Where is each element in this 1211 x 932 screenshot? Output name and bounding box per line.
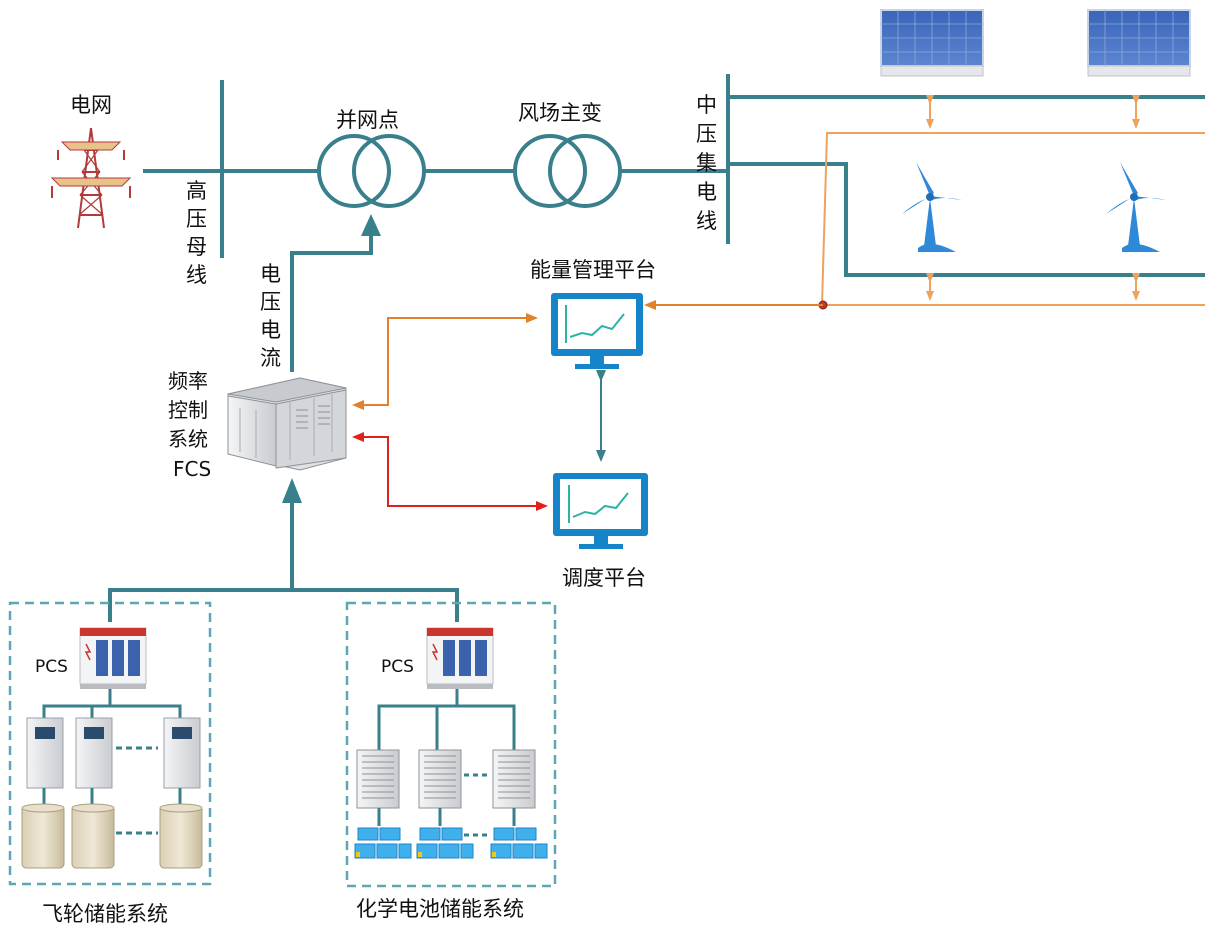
svg-text:中: 中 — [696, 93, 717, 117]
flywheel-drum-icon — [21, 803, 203, 869]
ems-fcs-line — [356, 317, 536, 406]
grid-point-label: 并网点 — [336, 108, 399, 132]
energy-platform-monitor-icon — [551, 293, 643, 369]
svg-text:集: 集 — [696, 151, 717, 175]
power-tower-icon — [50, 127, 132, 229]
voltage-current-label: 电 压 电 流 — [260, 262, 281, 370]
solar-panel-icon — [1087, 9, 1191, 77]
grid-point-transformer-icon — [317, 134, 426, 208]
svg-text:压: 压 — [260, 290, 281, 314]
dispatch-platform-label: 调度平台 — [562, 566, 646, 590]
svg-text:高: 高 — [186, 179, 207, 203]
svg-text:电: 电 — [696, 180, 717, 204]
fcs-orange-arrowhead — [352, 400, 364, 410]
battery-system-box — [345, 601, 557, 888]
flywheel-links — [42, 746, 182, 835]
svg-text:控制: 控制 — [168, 398, 208, 422]
flywheel-controller-icon — [26, 717, 201, 789]
main-transformer-icon — [513, 134, 622, 208]
svg-text:FCS: FCS — [173, 457, 211, 481]
fcs-to-grid-line — [290, 232, 373, 372]
dispatch-fcs-line — [356, 436, 538, 507]
fcs-label: 频率 控制 系统 FCS — [168, 369, 211, 481]
main-power-lines — [143, 74, 1205, 277]
svg-text:线: 线 — [186, 263, 207, 287]
svg-text:频率: 频率 — [168, 369, 208, 393]
battery-links — [377, 773, 516, 837]
mv-collector-label: 中 压 集 电 线 — [696, 93, 717, 233]
svg-text:压: 压 — [186, 207, 207, 231]
main-transformer-label: 风场主变 — [518, 101, 602, 125]
hv-bus-label: 高 压 母 线 — [186, 179, 207, 287]
storage-to-fcs-arrowhead — [282, 478, 302, 503]
pcs-cabinet-icon — [79, 627, 147, 689]
svg-text:电: 电 — [260, 262, 281, 286]
svg-text:系统: 系统 — [168, 427, 208, 451]
pcs-left-label: PCS — [35, 657, 68, 677]
wind-turbine-icon — [902, 162, 962, 252]
svg-text:母: 母 — [186, 235, 207, 259]
battery-cabinet-icon — [356, 749, 536, 809]
svg-text:电: 电 — [260, 318, 281, 342]
comm-lines — [821, 95, 1205, 306]
storage-feeder-lines — [108, 500, 459, 622]
solar-panel-icon — [880, 9, 984, 77]
flywheel-system-label: 飞轮储能系统 — [42, 902, 168, 926]
dispatch-platform-monitor-icon — [553, 473, 648, 549]
ems-arrowhead — [526, 313, 538, 323]
pcs-cabinet-icon — [426, 627, 494, 689]
wind-turbine-icon — [1106, 162, 1166, 252]
fcs-red-arrowhead — [352, 432, 364, 442]
grid-label: 电网 — [70, 93, 112, 117]
energy-platform-label: 能量管理平台 — [530, 258, 656, 282]
pcs-right-label: PCS — [381, 657, 414, 677]
battery-bus-lines — [377, 689, 516, 750]
battery-system-label: 化学电池储能系统 — [356, 897, 524, 921]
svg-text:流: 流 — [260, 346, 281, 370]
svg-text:压: 压 — [696, 122, 717, 146]
svg-text:线: 线 — [696, 209, 717, 233]
dispatch-red-arrowhead — [536, 501, 548, 511]
fcs-cabinet-icon — [227, 377, 347, 471]
flywheel-bus-lines — [42, 689, 182, 718]
battery-pack-icon — [354, 827, 548, 859]
fcs-to-grid-arrowhead — [361, 214, 381, 236]
